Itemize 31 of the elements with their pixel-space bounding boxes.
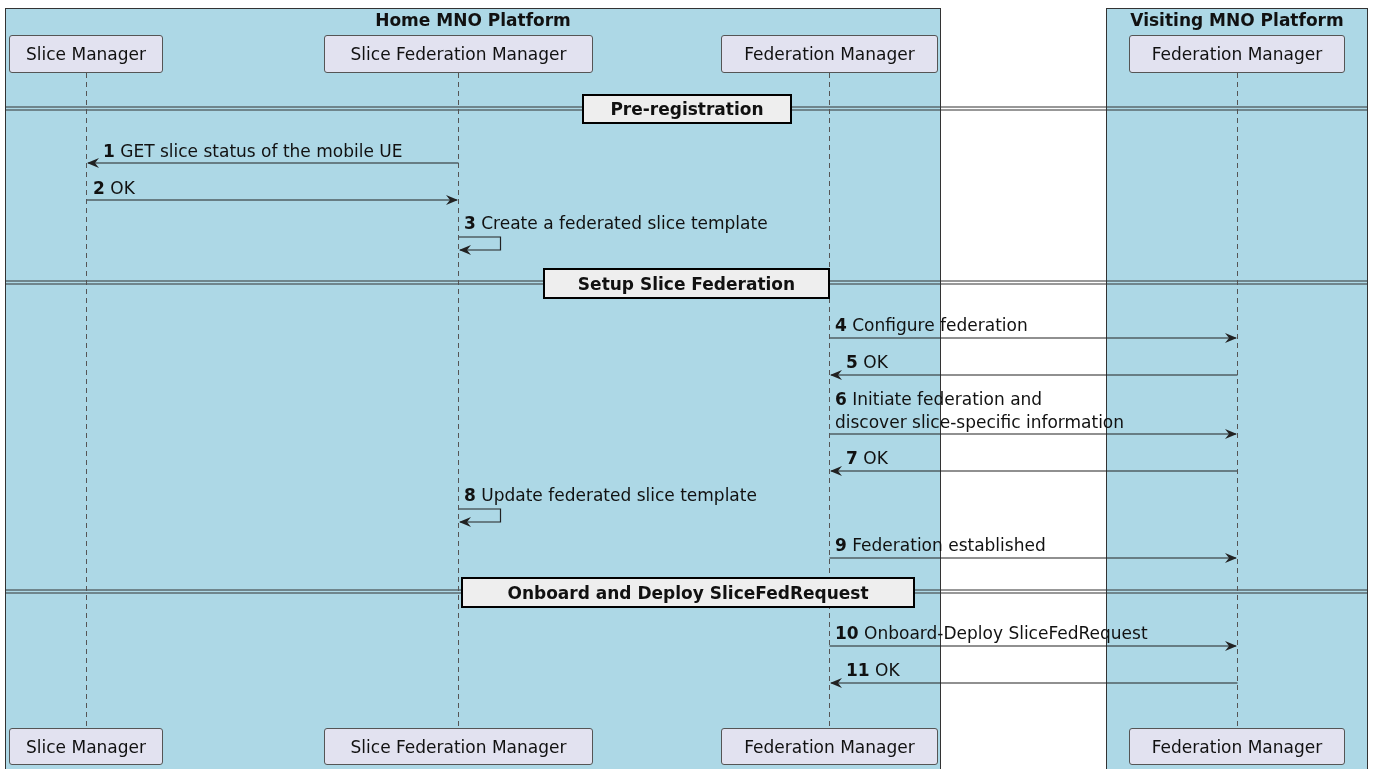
arrow	[828, 553, 1237, 563]
self-arrow	[457, 236, 502, 255]
participant-box: Slice Manager	[9, 35, 163, 73]
lifeline	[457, 73, 460, 728]
participant-box: Federation Manager	[1129, 728, 1345, 765]
group-title: Visiting MNO Platform	[1129, 10, 1345, 30]
message-label: 3 Create a federated slice template	[464, 212, 768, 235]
arrow	[828, 641, 1237, 651]
participant-box: Slice Federation Manager	[324, 728, 593, 765]
arrow	[830, 370, 1239, 380]
lifeline	[1236, 73, 1239, 728]
participant-box: Federation Manager	[721, 728, 938, 765]
arrow	[830, 466, 1239, 476]
arrow	[828, 333, 1237, 343]
message-label: 8 Update federated slice template	[464, 484, 757, 507]
participant-box: Slice Federation Manager	[324, 35, 593, 73]
participant-box: Slice Manager	[9, 728, 163, 765]
participant-box: Federation Manager	[721, 35, 938, 73]
message-label: 2 OK	[93, 177, 135, 200]
message-label: 11 OK	[846, 659, 900, 682]
self-arrow	[457, 508, 502, 527]
arrow	[828, 429, 1237, 439]
message-label: 1 GET slice status of the mobile UE	[103, 140, 403, 163]
arrow	[85, 195, 458, 205]
participant-box: Federation Manager	[1129, 35, 1345, 73]
arrow	[830, 678, 1239, 688]
message-label: 7 OK	[846, 447, 888, 470]
lifeline	[85, 73, 88, 728]
group-title: Home MNO Platform	[374, 10, 572, 30]
message-label: 5 OK	[846, 351, 888, 374]
arrow	[87, 158, 460, 168]
